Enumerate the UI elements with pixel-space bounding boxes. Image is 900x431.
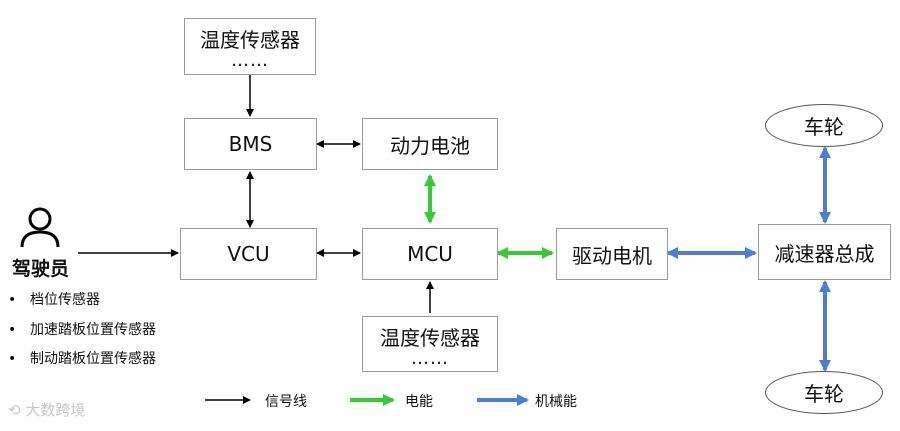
wheel-bottom: 车轮 [765,371,883,414]
sensor-label: 制动踏板位置传感器 [30,351,156,367]
sensor-label: 档位传感器 [30,292,100,308]
temp-sensor-bottom-label: 温度传感器 [380,325,480,350]
bullet-dot: • [8,322,17,338]
sensor-item: • 加速踏板位置传感器 [8,319,156,339]
battery-label: 动力电池 [390,133,470,158]
temp-sensor-top-label: 温度传感器 [200,28,300,52]
wheel-top-label: 车轮 [804,115,844,139]
temp-sensor-bottom-box: 温度传感器 …… [362,316,498,372]
motor-label: 驱动电机 [572,243,652,268]
watermark-icon: ⟲ [8,401,21,419]
temp-sensor-top-more: …… [231,50,269,71]
bullet-dot: • [8,351,17,367]
reducer-box: 减速器总成 [758,224,891,280]
bms-box: BMS [184,118,317,170]
bms-label: BMS [228,132,273,156]
wheel-top: 车轮 [765,104,883,147]
reducer-label: 减速器总成 [774,241,875,266]
wheel-bottom-label: 车轮 [804,382,844,406]
sensor-label: 加速踏板位置传感器 [30,322,156,338]
legend-signal-label: 信号线 [265,394,307,410]
watermark-logo: ⟲ 大数跨境 [8,399,85,420]
sensor-item: • 制动踏板位置传感器 [8,348,156,368]
motor-box: 驱动电机 [556,228,668,280]
legend-electric-label: 电能 [405,394,433,410]
temp-sensor-top-box: 温度传感器 …… [184,18,316,75]
legend-mechanical-label: 机械能 [535,394,577,410]
driver-label: 驾驶员 [12,258,70,280]
sensor-item: • 档位传感器 [8,289,100,309]
vcu-box: VCU [180,228,317,280]
mcu-box: MCU [362,228,498,280]
bullet-dot: • [8,292,17,308]
temp-sensor-bottom-more: …… [411,347,449,369]
person-icon [20,207,60,248]
vcu-label: VCU [227,242,270,266]
battery-box: 动力电池 [362,118,498,170]
watermark-text: 大数跨境 [25,401,86,419]
mcu-label: MCU [407,242,453,266]
